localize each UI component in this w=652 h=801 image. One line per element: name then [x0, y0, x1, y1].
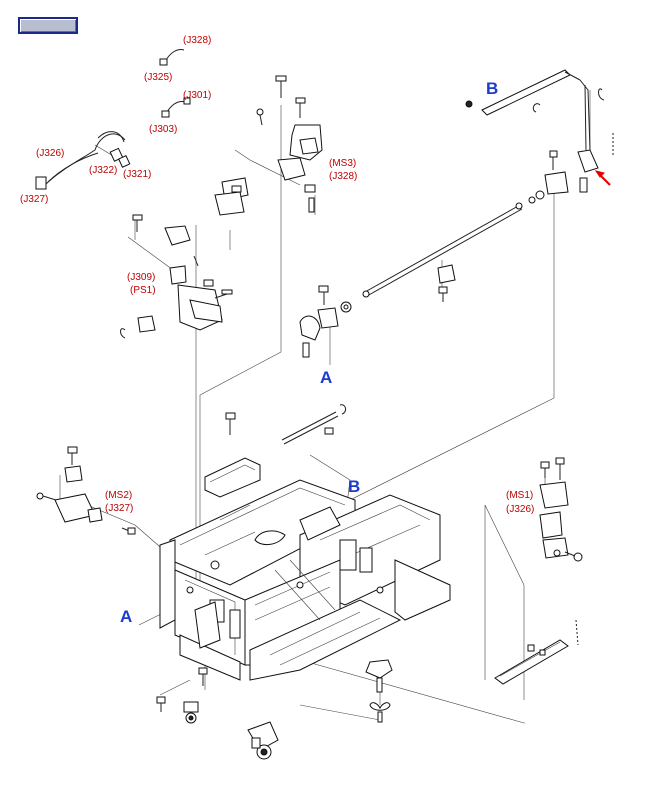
switch-ms1: [539, 457, 583, 562]
toolbar-button[interactable]: [18, 17, 78, 34]
label-ms2: (MS2): [105, 490, 132, 501]
label-j326-right: (J326): [506, 504, 534, 515]
label-j327-mid: (J327): [105, 503, 133, 514]
label-ms3: (MS3): [329, 158, 356, 169]
label-j327-left: (J327): [20, 194, 48, 205]
wire-harness-j325-j328: [159, 49, 185, 66]
long-shaft: [362, 202, 523, 302]
connector-labels: (J328) (J325) (J301) (J303) (J326) (J322…: [20, 35, 534, 515]
caster-small: [156, 667, 208, 724]
wing-nut: [369, 702, 391, 723]
wire-harness-j303-j301: [161, 97, 191, 118]
label-j301: (J301): [183, 90, 211, 101]
label-j321: (J321): [123, 169, 151, 180]
pressure-plate: [204, 412, 261, 498]
label-j322: (J322): [89, 165, 117, 176]
label-ms1: (MS1): [506, 490, 533, 501]
callout-letters: B A B A: [120, 79, 498, 626]
upper-right-link-assembly: [465, 69, 614, 204]
label-j325: (J325): [144, 72, 172, 83]
callout-b-top: B: [486, 79, 498, 98]
callout-b-mid: B: [348, 477, 360, 496]
caster-large: [247, 721, 279, 760]
callout-a-mid: A: [320, 368, 332, 387]
label-j309: (J309): [127, 272, 155, 283]
lower-right-rail: [494, 619, 579, 685]
switch-ms2: [36, 446, 136, 535]
label-j328-top: (J328): [183, 35, 211, 46]
label-j303: (J303): [149, 124, 177, 135]
label-j328-right: (J328): [329, 171, 357, 182]
label-ps1: (PS1): [130, 285, 156, 296]
wire-harness-j326-j327: [35, 131, 131, 190]
switch-bracket-ms3: [256, 75, 323, 213]
main-frame: [159, 479, 451, 681]
lever-assembly-a: [299, 285, 352, 358]
callout-a-left: A: [120, 607, 132, 626]
label-j326-left: (J326): [36, 148, 64, 159]
bracket-hinge-left: [214, 177, 249, 216]
red-arrow-icon: [594, 170, 611, 186]
rear-rod: [281, 404, 347, 445]
knob-large: [365, 659, 393, 693]
sensor-assembly-ps1: [120, 214, 233, 339]
